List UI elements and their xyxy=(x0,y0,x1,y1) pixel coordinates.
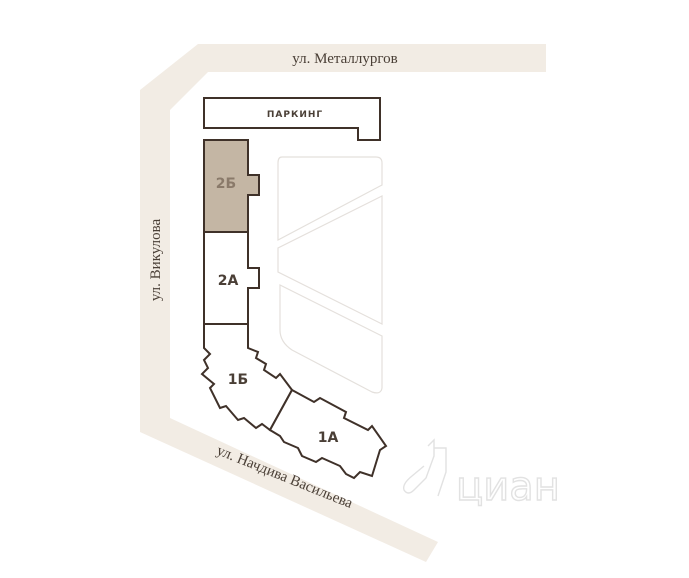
building-1b-label: 1Б xyxy=(228,372,248,388)
courtyard-bottom xyxy=(279,284,383,394)
building-1a-label: 1А xyxy=(318,430,339,446)
road-band xyxy=(140,44,546,562)
parking-label: ПАРКИНГ xyxy=(267,110,323,120)
building-1a[interactable]: 1А xyxy=(268,388,388,480)
street-label-vikulova: ул. Викулова xyxy=(148,219,164,302)
watermark: циан xyxy=(402,438,561,511)
building-1b-outline xyxy=(200,323,294,432)
building-2b-label: 2Б xyxy=(216,176,236,192)
building-2a-label: 2А xyxy=(218,273,239,289)
cian-logo-icon xyxy=(402,438,447,497)
courtyard-top xyxy=(277,156,383,241)
watermark-text: циан xyxy=(456,464,560,510)
building-1a-outline xyxy=(268,388,388,480)
roads xyxy=(140,44,546,562)
building-2a[interactable]: 2А xyxy=(203,231,260,325)
parking[interactable]: ПАРКИНГ xyxy=(203,97,381,141)
building-2b[interactable]: 2Б xyxy=(203,139,260,233)
building-1b[interactable]: 1Б xyxy=(200,323,294,432)
street-label-metallurgov: ул. Металлургов xyxy=(292,51,397,67)
courtyard-middle xyxy=(277,195,383,325)
courtyard xyxy=(277,156,383,394)
parking-outline xyxy=(203,97,381,141)
